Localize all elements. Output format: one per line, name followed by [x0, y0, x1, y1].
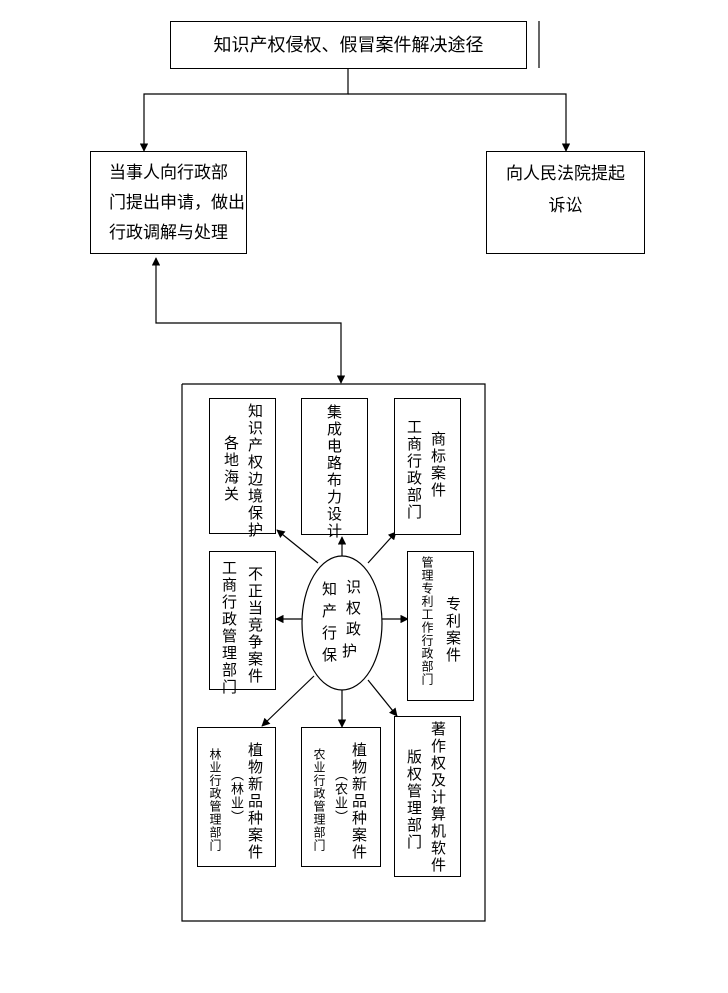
- patent-box: 专利案件 管理专利工作行政部门: [407, 551, 474, 701]
- center-char: 行: [322, 624, 338, 642]
- bidirectional-link: [151, 257, 346, 384]
- agri-case-label: 植物新品种案件: [350, 742, 368, 861]
- administrative-route-box: 当事人向行政部 门提出申请，做出 行政调解与处理: [90, 151, 247, 254]
- title-text: 知识产权侵权、假冒案件解决途径: [213, 35, 484, 56]
- center-char: 保: [322, 646, 338, 664]
- forestry-case-label: 植物新品种案件: [246, 742, 264, 861]
- court-line-2: 诉讼: [548, 196, 583, 216]
- agriculture-plant-variety-box: 植物新品种案件 （农业） 农业行政管理部门: [301, 727, 381, 867]
- forestry-dept-label: 林业行政管理部门: [208, 748, 222, 852]
- unfair-case-label: 不正当竞争案件: [246, 566, 264, 685]
- copyright-case-label: 著作权及计算机软件: [429, 721, 447, 874]
- arrow-to-forestry: [261, 675, 315, 727]
- trademark-case-label: 商标案件: [429, 431, 447, 499]
- customs-dept-label: 各地海关: [222, 435, 240, 503]
- center-char: 识: [346, 578, 362, 596]
- branch-line: [139, 68, 349, 152]
- ic-layout-box: 集成电路布力设计: [301, 398, 368, 540]
- forestry-plant-variety-box: 植物新品种案件 （林业） 林业行政管理部门: [197, 727, 276, 867]
- center-char: 权: [346, 599, 362, 617]
- patent-dept-label: 管理专利工作行政部门: [420, 556, 434, 686]
- court-route-box: 向人民法院提起 诉讼: [486, 151, 645, 254]
- admin-line-3: 行政调解与处理: [109, 223, 228, 243]
- ic-layout-label: 集成电路布力设计: [325, 404, 343, 540]
- agri-sub-label: （农业）: [332, 768, 347, 824]
- copyright-dept-label: 版权管理部门: [405, 749, 423, 851]
- agri-dept-label: 农业行政管理部门: [312, 748, 326, 852]
- admin-line-2: 门提出申请，做出: [109, 193, 245, 213]
- forestry-sub-label: （林业）: [228, 768, 243, 824]
- center-char: 产: [322, 602, 338, 620]
- patent-case-label: 专利案件: [444, 596, 462, 664]
- arrow-to-customs: [276, 529, 319, 564]
- arrow-to-copyright: [367, 679, 398, 717]
- copyright-box: 著作权及计算机软件 版权管理部门: [394, 716, 461, 877]
- center-ellipse: [301, 555, 383, 691]
- admin-line-1: 当事人向行政部: [109, 163, 228, 183]
- center-char: 政: [346, 620, 362, 638]
- title-box: 知识产权侵权、假冒案件解决途径: [170, 21, 527, 69]
- arrow-to-trademark: [367, 531, 397, 564]
- branch-line: [348, 93, 571, 152]
- customs-box: 知识产权边境保护 各地海关: [209, 398, 276, 539]
- court-line-1: 向人民法院提起: [506, 164, 625, 184]
- center-char: 知: [322, 580, 338, 598]
- center-char: 护: [342, 642, 358, 660]
- main-container-frame: [181, 383, 486, 922]
- unfair-dept-label: 工商行政管理部门: [220, 560, 238, 696]
- trademark-box: 商标案件 工商行政部门: [394, 398, 461, 535]
- trademark-dept-label: 工商行政部门: [405, 419, 423, 521]
- customs-case-label: 知识产权边境保护: [246, 403, 264, 539]
- unfair-competition-box: 不正当竞争案件 工商行政管理部门: [209, 551, 276, 696]
